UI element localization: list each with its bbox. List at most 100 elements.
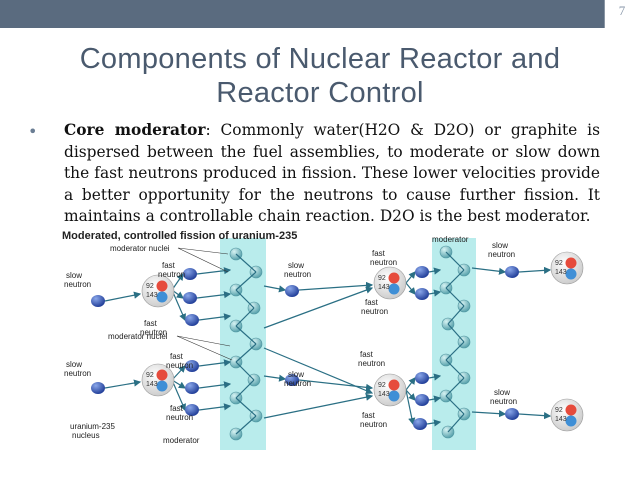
neutron-path bbox=[471, 267, 507, 275]
neutron-path bbox=[445, 269, 465, 289]
neutron-path bbox=[263, 286, 374, 329]
title-line-1: Components of Nuclear Reactor and bbox=[79, 43, 561, 75]
neutron-path bbox=[405, 377, 416, 391]
neutron bbox=[415, 394, 429, 406]
neutron-path bbox=[235, 271, 257, 291]
neutron bbox=[185, 404, 199, 416]
neutron bbox=[505, 266, 519, 278]
label-92: 92 bbox=[378, 382, 386, 389]
neutron-path bbox=[235, 361, 255, 381]
leader-line-3 bbox=[176, 335, 231, 347]
neutron-path bbox=[235, 379, 255, 399]
label-143: 143 bbox=[378, 391, 390, 398]
neutron-path bbox=[198, 403, 232, 411]
neutron-path bbox=[405, 271, 416, 284]
neutron bbox=[183, 268, 197, 280]
neutron-path bbox=[447, 413, 465, 433]
neutron-path bbox=[428, 267, 442, 275]
neutron-path bbox=[445, 251, 465, 271]
top-band bbox=[0, 0, 604, 28]
neutron-path bbox=[298, 379, 374, 391]
title-line-2: Reactor Control bbox=[216, 77, 424, 109]
label-moderator-nuclei-2: moderator nuclei bbox=[108, 332, 168, 341]
neutron-path bbox=[428, 289, 442, 297]
neutron-cluster bbox=[156, 380, 168, 392]
neutron-path bbox=[235, 397, 257, 417]
neutron-cluster bbox=[388, 390, 400, 402]
bullet-marker: • bbox=[28, 122, 38, 141]
label-143: 143 bbox=[555, 269, 567, 276]
neutron-path bbox=[445, 395, 465, 415]
uranium-nucleus bbox=[141, 274, 175, 308]
leader-line-2 bbox=[177, 247, 229, 273]
neutron-path bbox=[518, 412, 552, 420]
neutron-path bbox=[235, 289, 255, 309]
neutron-path bbox=[445, 287, 465, 307]
neutron-word-1: neutron bbox=[158, 270, 185, 279]
proton-cluster bbox=[565, 257, 577, 269]
neutron-path bbox=[428, 373, 442, 381]
proton-cluster bbox=[388, 379, 400, 391]
neutron bbox=[185, 360, 199, 372]
bullet-term: Core moderator bbox=[64, 121, 206, 139]
uranium-nucleus bbox=[373, 373, 407, 407]
label-92: 92 bbox=[146, 283, 154, 290]
label-143: 143 bbox=[378, 284, 390, 291]
uranium-nucleus bbox=[373, 266, 407, 300]
neutron-path bbox=[405, 389, 416, 401]
diagram-title: Moderated, controlled fission of uranium… bbox=[62, 230, 297, 242]
bullet-text: : Commonly water(H2O & D2O) or graphite … bbox=[64, 121, 600, 225]
neutron-path bbox=[405, 389, 416, 426]
neutron-cluster bbox=[388, 283, 400, 295]
neutron-path bbox=[263, 347, 374, 395]
neutron bbox=[91, 295, 105, 307]
neutron-path bbox=[235, 415, 257, 435]
divider-line bbox=[604, 0, 605, 28]
neutron-path bbox=[171, 289, 186, 322]
slide-top-bar bbox=[0, 0, 638, 28]
neutron bbox=[285, 285, 299, 297]
neutron bbox=[415, 266, 429, 278]
label-92: 92 bbox=[146, 372, 154, 379]
proton-cluster bbox=[565, 404, 577, 416]
neutron-path bbox=[426, 419, 442, 427]
uranium-nucleus bbox=[550, 398, 584, 432]
neutron-path bbox=[263, 393, 374, 419]
neutron-path bbox=[445, 359, 465, 379]
leader-line-4 bbox=[176, 335, 233, 361]
bullet-paragraph: Core moderator: Commonly water(H2O & D2O… bbox=[64, 120, 600, 228]
uranium-nucleus bbox=[550, 251, 584, 285]
neutron-paths bbox=[104, 251, 552, 435]
proton-cluster bbox=[156, 369, 168, 381]
neutron-path bbox=[235, 343, 257, 363]
page-number: 7 bbox=[618, 3, 626, 18]
neutron-path bbox=[104, 291, 142, 302]
neutron-path bbox=[263, 285, 287, 293]
neutron-path bbox=[198, 381, 232, 389]
neutron bbox=[185, 382, 199, 394]
neutron-path bbox=[263, 374, 287, 382]
neutron-path bbox=[405, 282, 416, 295]
neutron bbox=[413, 418, 427, 430]
neutron-path bbox=[196, 267, 232, 275]
fission-diagram: Moderated, controlled fission of uranium… bbox=[62, 230, 584, 450]
neutron-cluster bbox=[156, 291, 168, 303]
neutron-path bbox=[196, 291, 232, 299]
neutron bbox=[415, 372, 429, 384]
neutron-cluster bbox=[565, 415, 577, 427]
neutron-path bbox=[428, 395, 442, 403]
neutron-path bbox=[447, 305, 465, 325]
